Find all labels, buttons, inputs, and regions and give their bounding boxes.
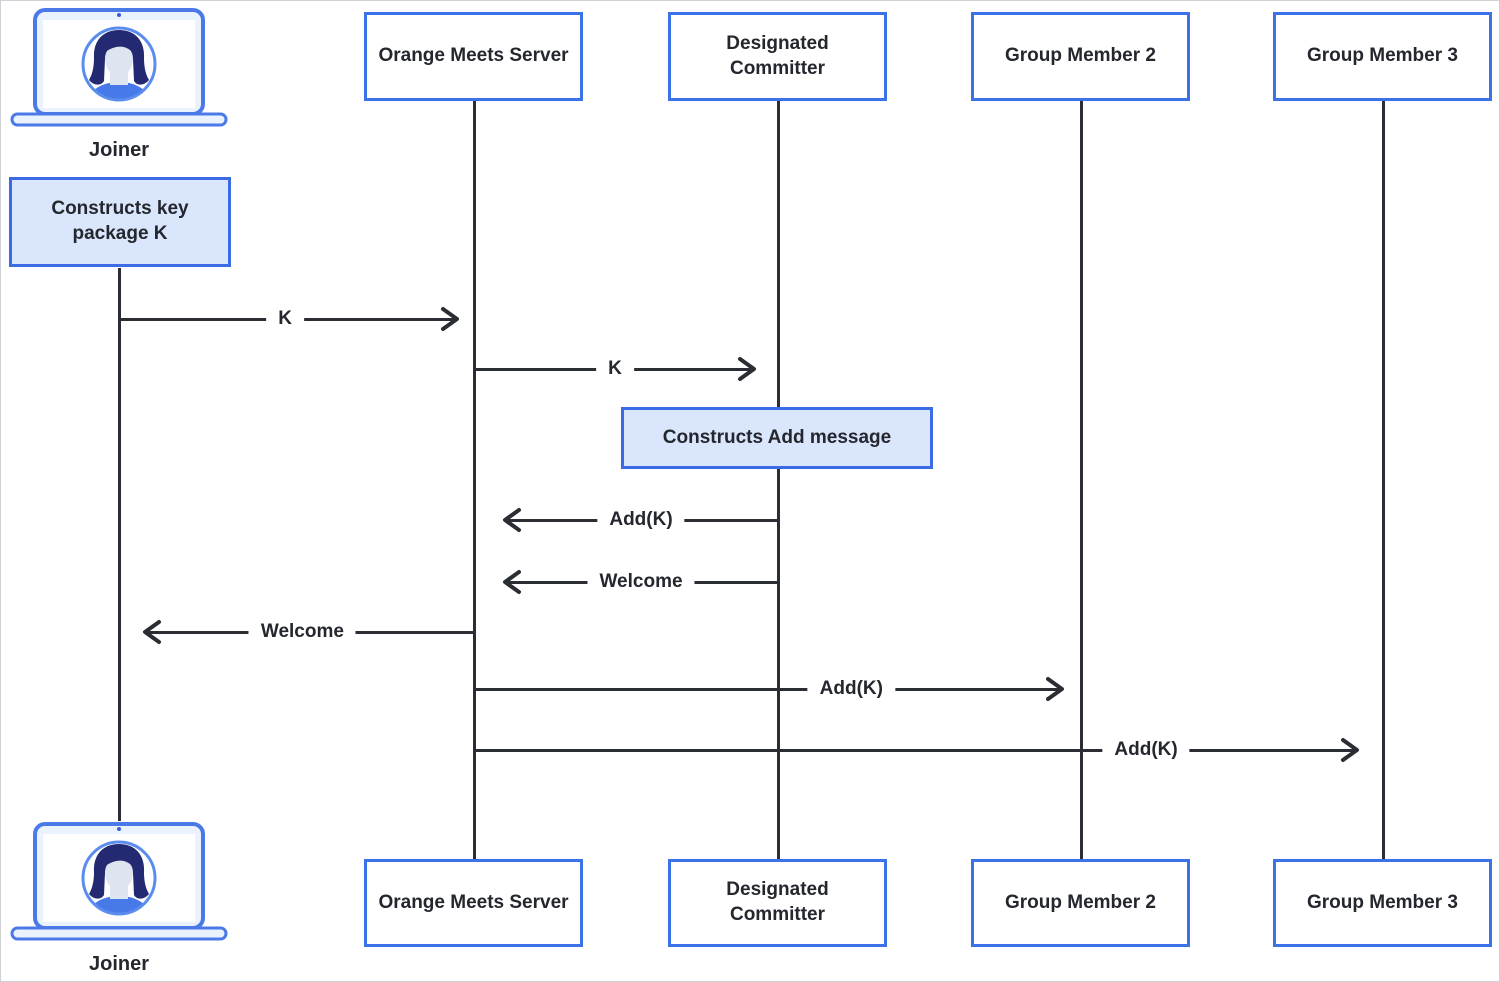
message-label: Add(K) [807, 678, 895, 700]
actor-box-group-member-2-top: Group Member 2 [971, 12, 1190, 101]
arrow-right-icon [738, 357, 756, 381]
joiner-caption-bottom: Joiner [88, 953, 150, 975]
arrow-left-icon [143, 620, 161, 644]
message-label: Welcome [248, 621, 356, 643]
message-label: K [266, 308, 304, 330]
actor-box-orange-meets-server-bottom: Orange Meets Server [364, 859, 583, 947]
joiner-caption-top: Joiner [88, 139, 150, 161]
arrow-right-icon [1046, 677, 1064, 701]
joiner-figure-bottom [9, 821, 229, 945]
message-label: K [596, 358, 634, 380]
message-line [475, 748, 1358, 752]
lifeline-joiner [118, 268, 121, 821]
message-label: Welcome [587, 571, 695, 593]
actor-box-designated-committer-bottom: Designated Committer [668, 859, 887, 947]
laptop-avatar-icon [10, 8, 228, 127]
arrow-left-icon [503, 508, 521, 532]
actor-box-designated-committer-top: Designated Committer [668, 12, 887, 101]
actor-box-orange-meets-server-top: Orange Meets Server [364, 12, 583, 101]
arrow-right-icon [441, 307, 459, 331]
actor-box-group-member-2-bottom: Group Member 2 [971, 859, 1190, 947]
lifeline-group-member-2 [1080, 101, 1083, 859]
lifeline-group-member-3 [1382, 101, 1385, 859]
message-label: Add(K) [1102, 739, 1190, 761]
message-line [475, 687, 1063, 691]
arrow-left-icon [503, 570, 521, 594]
actor-box-group-member-3-top: Group Member 3 [1273, 12, 1492, 101]
lifeline-designated-committer [777, 101, 780, 859]
message-label: Add(K) [597, 509, 685, 531]
note-constructs-key-package: Constructs key package K [9, 177, 231, 267]
note-constructs-add-message: Constructs Add message [621, 407, 933, 469]
laptop-avatar-icon [10, 822, 228, 941]
joiner-figure-top [9, 7, 229, 131]
arrow-right-icon [1341, 738, 1359, 762]
lifeline-orange-meets-server [473, 101, 476, 859]
actor-box-group-member-3-bottom: Group Member 3 [1273, 859, 1492, 947]
